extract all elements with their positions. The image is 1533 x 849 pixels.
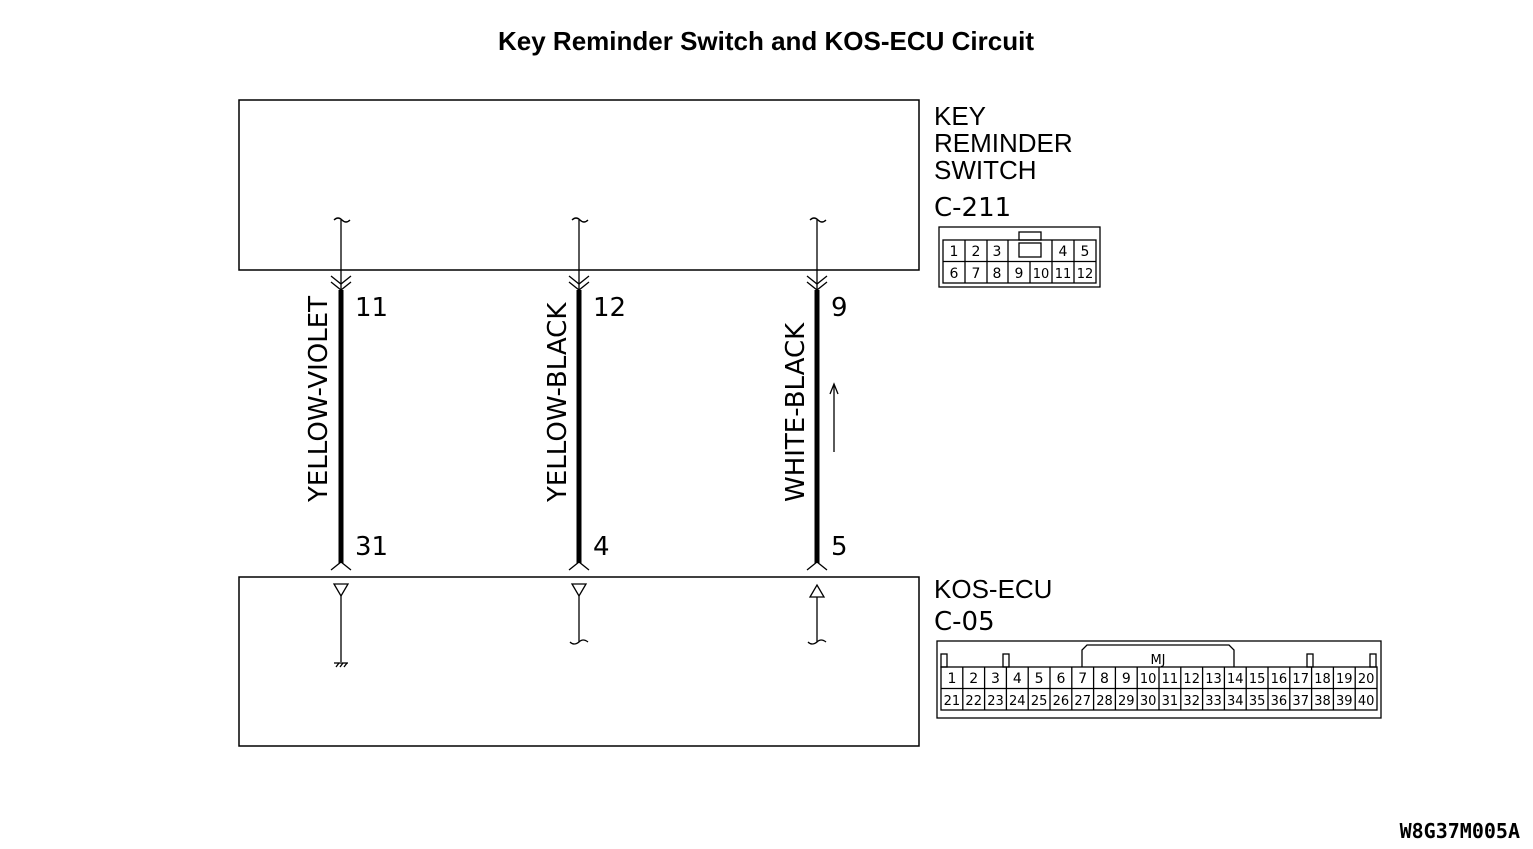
c05-pin: 16	[1271, 672, 1288, 687]
c05-pin: 26	[1053, 694, 1070, 709]
wire-yellow-violet: 11 31 YELLOW-VIOLET	[304, 217, 388, 668]
c05-pin: 34	[1227, 694, 1244, 709]
c05-pin: 13	[1205, 672, 1222, 687]
c05-pin: 10	[1140, 672, 1157, 687]
c05-pin: 21	[944, 694, 961, 709]
c05-pin: 6	[1056, 671, 1065, 687]
c05-pin: 24	[1009, 694, 1026, 709]
c05-pin: 17	[1292, 672, 1309, 687]
c05-pin: 8	[1100, 671, 1109, 687]
wire-3-color-label: WHITE-BLACK	[781, 322, 811, 502]
c05-pin: 30	[1140, 694, 1157, 709]
c211-pin: 2	[972, 244, 981, 260]
wire-1-top-pin: 11	[355, 293, 388, 323]
c211-pin: 11	[1055, 267, 1072, 282]
c05-pin: 40	[1358, 694, 1375, 709]
c211-pin: 4	[1059, 244, 1068, 260]
c05-pin: 4	[1013, 671, 1022, 687]
c05-pin: 1	[947, 671, 956, 687]
wire-3-bottom-pin: 5	[831, 532, 848, 562]
wire-1-color-label: YELLOW-VIOLET	[304, 296, 334, 503]
c05-pin: 11	[1162, 672, 1179, 687]
c211-pin: 10	[1033, 267, 1050, 282]
wire-3-top-pin: 9	[831, 293, 848, 323]
c05-pin: 33	[1205, 694, 1222, 709]
c211-pin: 3	[993, 244, 1002, 260]
top-component-name-line-2: REMINDER	[934, 128, 1073, 158]
top-connector-code: C-211	[934, 193, 1011, 223]
c05-pin: 28	[1096, 694, 1113, 709]
diagram-title: Key Reminder Switch and KOS-ECU Circuit	[498, 26, 1034, 56]
top-component-name-line-3: SWITCH	[934, 155, 1037, 185]
c05-pin: 18	[1314, 672, 1331, 687]
c05-pin: 12	[1183, 672, 1200, 687]
mj-label: MJ	[1150, 653, 1165, 668]
c05-pin: 5	[1035, 671, 1044, 687]
c05-pin: 36	[1271, 694, 1288, 709]
c05-pin: 15	[1249, 672, 1266, 687]
wire-2-bottom-pin: 4	[593, 532, 610, 562]
c05-pin: 3	[991, 671, 1000, 687]
c05-pin: 19	[1336, 672, 1353, 687]
bottom-component-name: KOS-ECU	[934, 574, 1052, 604]
c05-pin: 14	[1227, 672, 1244, 687]
c05-pin: 32	[1183, 694, 1200, 709]
c211-pin: 1	[950, 244, 959, 260]
reference-code: W8G37M005A	[1400, 819, 1520, 843]
c05-pin: 37	[1292, 694, 1309, 709]
c05-pin: 2	[969, 671, 978, 687]
c05-pin: 39	[1336, 694, 1353, 709]
c05-pin: 9	[1122, 671, 1131, 687]
wire-yellow-black: 12 4 YELLOW-BLACK	[543, 217, 626, 645]
wire-1-bottom-pin: 31	[355, 532, 388, 562]
c211-pin: 6	[950, 266, 959, 282]
c211-pin: 12	[1077, 267, 1094, 282]
c05-pin: 7	[1078, 671, 1087, 687]
c05-pin: 22	[965, 694, 982, 709]
c05-pin: 20	[1358, 672, 1375, 687]
bottom-connector-code: C-05	[934, 607, 995, 637]
top-component-name-line-1: KEY	[934, 101, 986, 131]
c05-pin: 38	[1314, 694, 1331, 709]
c05-pin: 29	[1118, 694, 1135, 709]
c05-pin: 23	[987, 694, 1004, 709]
c211-pin: 5	[1081, 244, 1090, 260]
wire-white-black: 9 5 WHITE-BLACK	[781, 217, 848, 645]
c05-pin: 35	[1249, 694, 1266, 709]
kos-ecu-box	[238, 576, 920, 747]
c211-pin: 9	[1015, 266, 1024, 282]
c05-pin: 31	[1162, 694, 1179, 709]
c211-pin: 7	[972, 266, 981, 282]
wire-2-top-pin: 12	[593, 293, 626, 323]
c05-pin: 27	[1074, 694, 1091, 709]
wire-2-color-label: YELLOW-BLACK	[543, 302, 573, 503]
c05-pin: 25	[1031, 694, 1048, 709]
c211-pin: 8	[993, 266, 1002, 282]
